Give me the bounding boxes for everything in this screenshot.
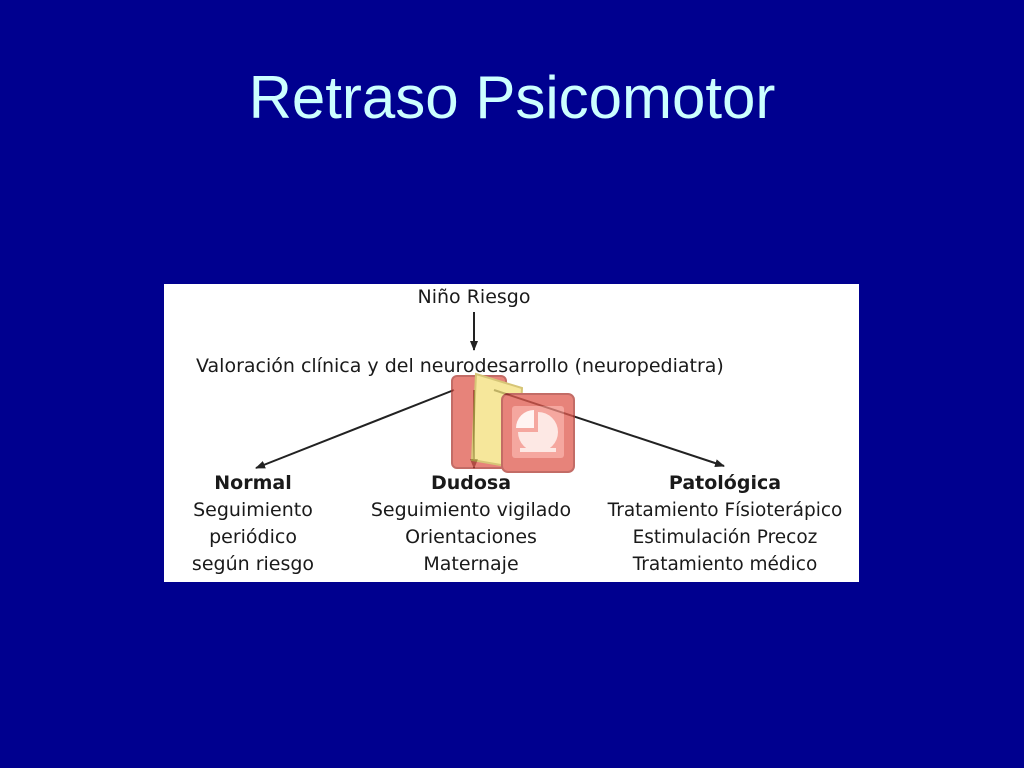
branch-dudosa-title: Dudosa [430, 472, 512, 494]
branch-normal-line: según riesgo [191, 553, 315, 575]
slide-title: Retraso Psicomotor [248, 64, 776, 131]
evaluation-node: Valoración clínica y del neurodesarrollo… [196, 355, 724, 377]
branch-normal: Normal Seguimiento periódico según riesg… [168, 470, 338, 578]
branch-patologica-title: Patológica [668, 472, 782, 494]
root-node: Niño Riesgo [417, 286, 531, 308]
branch-patologica-line: Estimulación Precoz [632, 527, 818, 548]
branch-dudosa-line: Seguimiento vigilado [370, 499, 572, 521]
branch-dudosa-line: Maternaje [423, 553, 519, 575]
presentation-icon [451, 372, 575, 473]
branch-normal-title: Normal [214, 472, 292, 494]
branch-dudosa: Dudosa Seguimiento vigilado Orientacione… [356, 470, 586, 578]
branch-normal-line: periódico [209, 526, 297, 548]
branch-patologica-line: Tratamiento Físioterápico [607, 500, 843, 521]
flow-diagram: Niño Riesgo Valoración clínica y del neu… [164, 284, 859, 582]
branch-patologica-line: Tratamiento médico [632, 554, 818, 575]
arrow-to-normal [255, 389, 455, 469]
branch-normal-line: Seguimiento [193, 499, 313, 521]
branch-patologica: Patológica Tratamiento Físioterápico Est… [594, 470, 856, 578]
branch-dudosa-line: Orientaciones [405, 526, 537, 548]
